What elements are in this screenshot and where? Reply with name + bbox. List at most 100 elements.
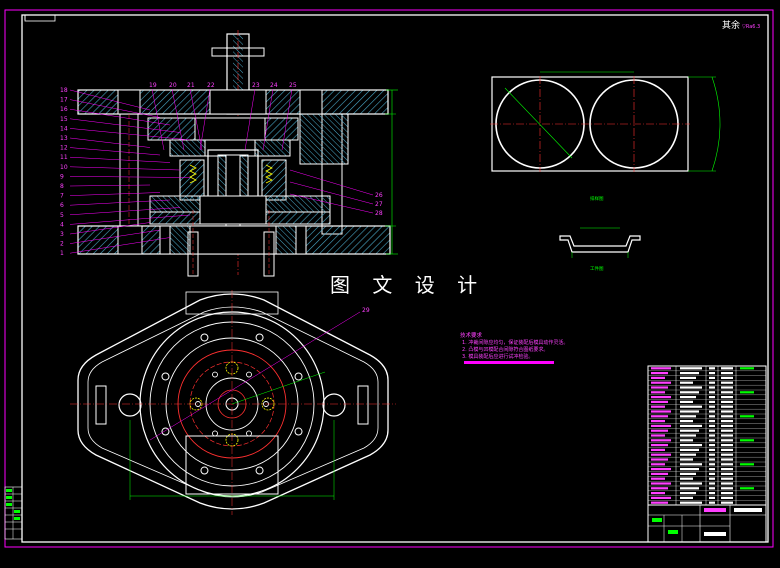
leader-line [151,88,165,151]
note-2: 2. 凸模与凹模配合间隙符合图纸要求。 [462,346,548,353]
part-label-26: 26 [375,192,383,199]
leader-line [69,199,171,206]
leader-line [244,88,256,151]
bom-cell [680,487,699,490]
part-label-7: 7 [60,193,64,200]
bom-cell [721,376,733,379]
leader-line [69,166,181,171]
revision-strip [4,486,23,540]
leader-line [289,181,374,205]
bom-cell [680,381,693,384]
bom-cell [709,429,715,432]
part-label-18: 18 [60,87,68,94]
bom-cell [721,381,733,384]
leader-line [69,118,181,133]
svg-text:▽Ra6.3: ▽Ra6.3 [742,24,760,30]
bom-cell [721,487,733,490]
bom-cell [680,501,702,504]
bom-cell [721,410,733,413]
bom-cell [721,372,733,375]
leader-line [69,214,191,225]
note-3: 3. 模具装配后应进行试冲检验。 [462,353,533,360]
part-label-11: 11 [60,154,68,161]
bom-cell [680,372,699,375]
part-label-20: 20 [169,82,177,89]
bom-cell [709,372,715,375]
bom-cell [740,367,754,370]
bom-cell [651,386,668,389]
leader-line [281,88,293,151]
plan-view: 29 [70,290,396,515]
bom-cell [680,386,702,389]
bom-cell [680,415,696,418]
bom-cell [721,463,733,466]
bom-cell [651,453,671,456]
bom-cell [680,492,696,495]
leader-line [69,89,151,111]
leader-line [69,147,161,156]
leader-line [69,184,151,187]
leader-line [69,137,151,148]
bolt-hole [294,427,303,436]
part-label-10: 10 [60,164,68,171]
bom-cell [721,439,733,442]
part-label-22: 22 [207,82,215,89]
bom-cell [709,367,715,370]
strip-layout-view: 排样图 [490,71,721,202]
strip-layout-caption: 排样图 [590,195,604,202]
bom-cell [721,477,733,480]
bom-cell [709,472,715,475]
leader-line [289,169,374,196]
leader-line [69,222,151,235]
outer-border [4,9,774,548]
notes-title: 技术要求 [460,331,483,339]
bom-cell [651,420,665,423]
bom-cell [709,487,715,490]
bom-cell [709,376,715,379]
bom-cell [651,381,671,384]
bom-cell [651,372,668,375]
corner-roughness-label: 其余 [722,19,740,31]
bom-cell [709,386,715,389]
bom-cell [709,501,715,504]
leader-line [69,229,161,244]
bom-cell [740,439,754,442]
part-label-3: 3 [60,231,64,238]
part-label-17: 17 [60,97,68,104]
bom-cell [680,429,699,432]
bom-cell [680,367,702,370]
part-label-28: 28 [375,210,383,217]
bom-cell [721,415,733,418]
bom-cell [721,482,733,485]
bom-cell [651,463,665,466]
leader-line [289,193,374,214]
bom-cell [721,444,733,447]
inner-border [21,14,769,543]
part-label-4: 4 [60,221,64,228]
bom-cell [709,482,715,485]
part-label-25: 25 [289,82,297,89]
bom-cell [680,463,702,466]
leader-line [69,192,161,196]
bom-cell [721,468,733,471]
bom-cell [709,391,715,394]
leader-line [199,88,211,151]
bom-cell [709,400,715,403]
part-label-1: 1 [60,250,64,257]
part-label-14: 14 [60,125,68,132]
bom-cell [709,458,715,461]
bom-cell [721,391,733,394]
bom-cell [709,477,715,480]
pin-hole [246,371,252,378]
part-label-19: 19 [149,82,157,89]
leader-line [69,99,161,118]
bom-cell [721,492,733,495]
bolt-hole [161,372,170,381]
bom-cell [680,391,699,394]
leader-line [171,88,185,151]
bom-cell [680,424,702,427]
bom-cell [651,367,671,370]
